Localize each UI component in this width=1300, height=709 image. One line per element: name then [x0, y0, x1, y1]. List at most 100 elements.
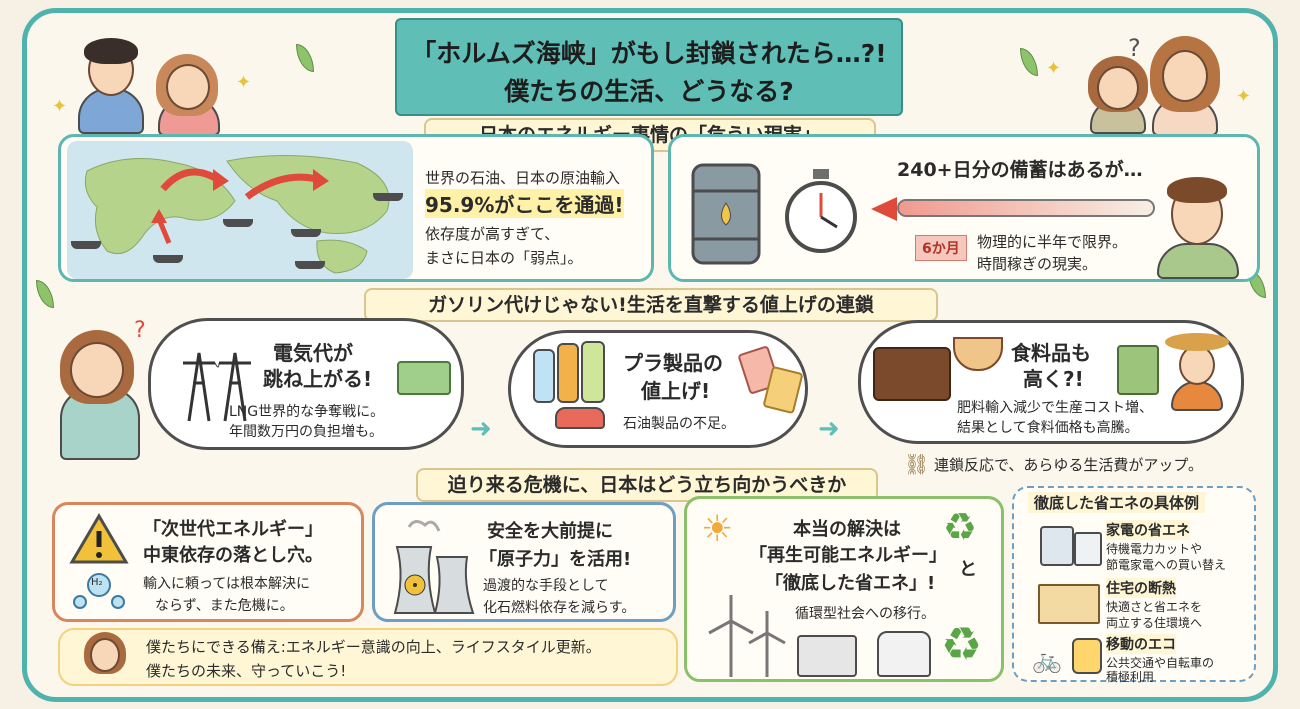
recycle-icon: ♻ — [943, 505, 978, 549]
washing-machine-icon — [1074, 532, 1102, 566]
electric-title2: 跳ね上がる! — [263, 367, 373, 391]
food-line1: 肥料輸入減少で生産コスト増、 — [957, 400, 1153, 416]
world-map — [67, 141, 413, 279]
train-icon — [1072, 638, 1102, 674]
example-transport-title: 移動のエコ — [1106, 634, 1176, 654]
car-icon — [555, 407, 605, 429]
example-insulation-title: 住宅の断熱 — [1106, 578, 1176, 598]
example-appliance-line2: 節電家電への買い替え — [1106, 558, 1227, 572]
next-gen-energy-box: H₂ 「次世代エネルギー」 中東依存の落とし穴。 輸入に頼っては根本解決に なら… — [52, 502, 364, 622]
food-title1: 食料品も — [1011, 341, 1091, 365]
next-gen-line1: 輸入に頼っては根本解決に — [143, 576, 311, 592]
star-icon: ✦ — [236, 72, 252, 93]
reserve-box: 240+日分の備蓄はあるが… 6か月 物理的に半年で限界。 時間稼ぎの現実。 — [668, 134, 1260, 282]
chain-reaction-text: 連鎖反応で、あらゆる生活費がアップ。 — [934, 456, 1203, 474]
rice-cooker-icon — [877, 631, 931, 677]
nuclear-line2: 化石燃料依存を減らす。 — [483, 600, 636, 616]
nuclear-line1: 過渡的な手段として — [483, 578, 609, 594]
bicycle-icon: 🚲 — [1032, 646, 1062, 674]
section3-header: 迫り来る危機に、日本はどう立ち向かうべきか — [416, 468, 878, 502]
prep-line2: 僕たちの未来、守っていこう! — [146, 662, 347, 680]
electric-line2: 年間数万円の負担増も。 — [229, 424, 383, 440]
timeline-arrow — [871, 197, 897, 221]
prep-line1: 僕たちにできる備え:エネルギー意識の向上、ライフスタイル更新。 — [146, 638, 601, 656]
bottle-icon — [557, 343, 579, 403]
warning-icon — [69, 513, 129, 564]
appliance-icon — [1040, 526, 1074, 566]
plastic-line1: 石油製品の不足。 — [623, 416, 735, 432]
solution-title3: 「徹底した省エネ」! — [765, 573, 936, 594]
stopwatch-icon — [785, 169, 857, 253]
wind-turbine-icon — [708, 595, 786, 677]
example-insulation-line1: 快適さと省エネを — [1106, 600, 1203, 614]
tanker-ship-icon — [373, 193, 403, 201]
examples-header: 徹底した省エネの具体例 — [1028, 492, 1206, 513]
star-icon: ✦ — [52, 96, 68, 117]
question-mark-icon: ? — [1128, 34, 1141, 62]
map-box: 世界の石油、日本の原油輸入 95.9%がここを通過! 依存度が高すぎて、 まさに… — [58, 134, 654, 282]
reserve-timeline-bar — [897, 199, 1155, 217]
bento-icon — [873, 347, 951, 401]
oil-barrel-icon — [691, 163, 761, 265]
nuclear-box: 安全を大前提に 「原子力」を活用! 過渡的な手段として 化石燃料依存を減らす。 — [372, 502, 676, 622]
reserve-line2: 時間稼ぎの現実。 — [977, 255, 1098, 273]
recycle-icon: ♻ — [941, 617, 983, 671]
electric-title1: 電気代が — [273, 341, 353, 365]
reserve-line1: 物理的に半年で限界。 — [977, 233, 1128, 251]
title-line-2: 僕たちの生活、どうなる? — [504, 77, 794, 106]
example-transport-line1: 公共交通や自転車の — [1106, 656, 1215, 670]
solution-title2: 「再生可能エネルギー」 — [749, 545, 947, 566]
plastic-title2: 値上げ! — [641, 379, 711, 403]
next-gen-title2: 中東依存の落とし穴。 — [143, 545, 323, 566]
nuclear-title1: 安全を大前提に — [487, 521, 613, 542]
map-text-line3: 依存度が高すぎて、 — [425, 225, 560, 243]
six-month-tag: 6か月 — [915, 235, 967, 261]
examples-box: 徹底した省エネの具体例 家電の省エネ 待機電力カットや 節電家電への買い替え 住… — [1012, 486, 1256, 684]
title-line-1: 「ホルムズ海峡」がもし封鎖されたら…?! — [411, 39, 887, 68]
tanker-ship-icon — [291, 229, 321, 237]
nuclear-title2: 「原子力」を活用! — [479, 549, 632, 570]
nuclear-plant-icon — [393, 520, 475, 614]
power-tower-icon — [183, 352, 251, 422]
plastic-title1: プラ製品の — [623, 351, 723, 375]
plastic-cost-cloud: プラ製品の 値上げ! 石油製品の不足。 — [508, 330, 808, 448]
example-appliance-line1: 待機電力カットや — [1106, 542, 1203, 556]
hydrogen-molecule-icon: H₂ — [73, 573, 125, 609]
food-cost-cloud: 食料品も 高く?! 肥料輸入減少で生産コスト増、 結果として食料価格も高騰。 — [858, 320, 1244, 444]
next-gen-title1: 「次世代エネルギー」 — [143, 519, 323, 540]
food-title2: 高く?! — [1023, 367, 1084, 391]
tanker-ship-icon — [71, 241, 101, 249]
arrow-right-icon: ➜ — [818, 414, 840, 444]
tanker-ship-icon — [223, 219, 253, 227]
map-text-line1: 世界の石油、日本の原油輸入 — [425, 169, 621, 187]
example-insulation-line2: 両立する住環境へ — [1106, 616, 1203, 630]
map-text-line4: まさに日本の「弱点」。 — [425, 249, 583, 267]
electric-cost-cloud: 電気代が 跳ね上がる! LNG世界的な争奪戦に。 年間数万円の負担増も。 — [148, 318, 464, 450]
money-icon — [397, 361, 451, 395]
solution-title1: 本当の解決は — [793, 519, 901, 540]
arrow-right-icon: ➜ — [470, 414, 492, 444]
solution-line1: 循環型社会への移行。 — [795, 606, 935, 622]
title-banner: 「ホルムズ海峡」がもし封鎖されたら…?! 僕たちの生活、どうなる? — [395, 18, 903, 116]
solution-and: と — [959, 559, 977, 580]
house-icon — [1038, 584, 1100, 624]
solution-box: ☀ 本当の解決は 「再生可能エネルギー」 と 「徹底した省エネ」! 循環型社会へ… — [684, 496, 1004, 682]
fertilizer-bag-icon — [1117, 345, 1159, 395]
food-line2: 結果として食料価格も高騰。 — [957, 420, 1139, 436]
star-icon: ✦ — [1046, 58, 1062, 79]
electric-line1: LNG世界的な争奪戦に。 — [229, 404, 385, 420]
reserve-headline: 240+日分の備蓄はあるが… — [897, 159, 1143, 181]
bottle-icon — [581, 341, 605, 403]
tanker-ship-icon — [153, 255, 183, 263]
next-gen-line2: ならず、また危機に。 — [155, 598, 294, 614]
microwave-icon — [797, 635, 857, 677]
star-icon: ✦ — [1236, 86, 1252, 107]
map-text-line2: 95.9%がここを通過! — [425, 189, 624, 218]
example-transport-line2: 積極利用 — [1106, 670, 1155, 684]
section2-header: ガソリン代けじゃない!生活を直撃する値上げの連鎖 — [364, 288, 938, 322]
bottle-icon — [533, 349, 555, 403]
ramen-bowl-icon — [953, 337, 1003, 371]
preparation-box: 僕たちにできる備え:エネルギー意識の向上、ライフスタイル更新。 僕たちの未来、守… — [58, 628, 678, 686]
sun-icon: ☀ — [701, 509, 734, 550]
chain-link-icon: ⛓ — [904, 452, 930, 476]
